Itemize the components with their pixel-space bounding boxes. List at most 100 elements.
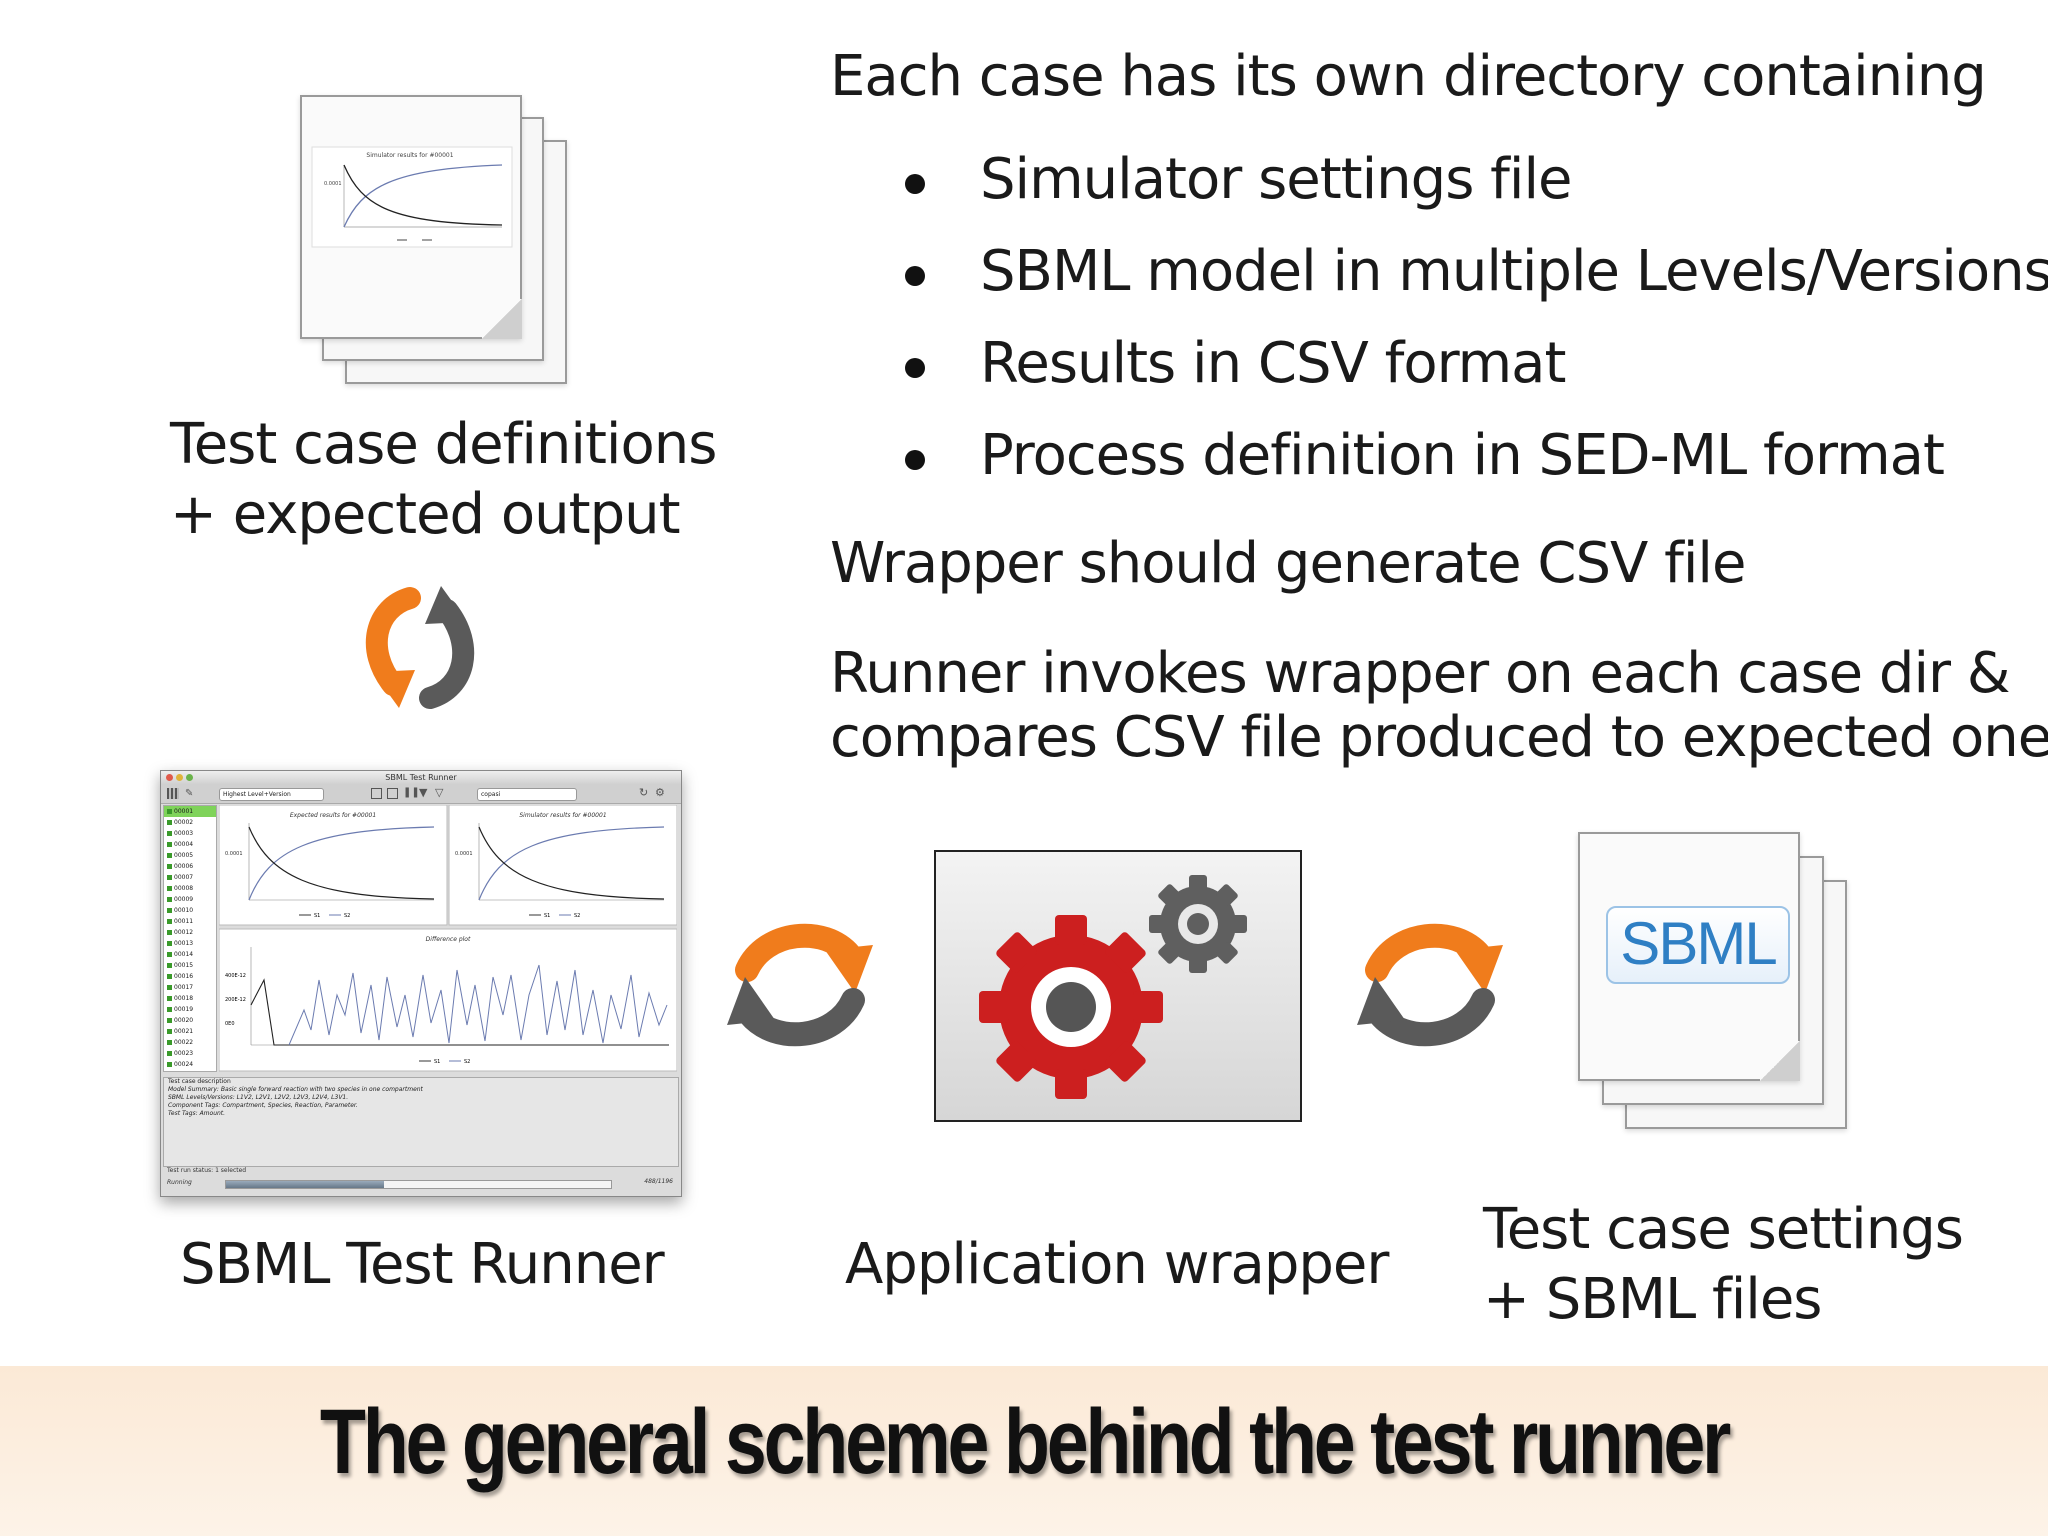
pass-status-icon [167,1018,172,1023]
case-id: 00022 [174,1039,194,1046]
case-list-item[interactable]: 00010 [164,905,216,916]
pass-status-icon [167,886,172,891]
refresh-icon[interactable]: ↻ [639,786,649,799]
plot3-title: Difference plot [426,936,471,943]
footer-title: The general scheme behind the test runne… [319,1391,1731,1493]
case-list-item[interactable]: 00018 [164,993,216,1004]
pass-status-icon [167,897,172,902]
case-list-item[interactable]: 00011 [164,916,216,927]
case-list-item[interactable]: 00006 [164,861,216,872]
checkbox-icon[interactable] [371,788,382,799]
pass-status-icon [167,809,172,814]
bullet-text: Results in CSV format [980,331,1566,396]
stop-icon[interactable] [387,788,398,799]
case-list-item[interactable]: 00021 [164,1026,216,1037]
pass-status-icon [167,985,172,990]
run-status: Test run status: 1 selected [167,1167,247,1174]
gear-small-icon[interactable]: ⚙ [655,786,665,799]
case-list-item[interactable]: 00005 [164,850,216,861]
case-list-item[interactable]: 00014 [164,949,216,960]
case-id: 00020 [174,1017,194,1024]
test-case-defs-label-1: Test case definitions [170,412,717,477]
runner-note-line-1: Runner invokes wrapper on each case dir … [830,641,2011,706]
directory-contents-list: Simulator settings file SBML model in mu… [905,147,2048,516]
stack-chart-title: Simulator results for #00001 [366,152,453,159]
sbml-test-runner-label: SBML Test Runner [180,1232,665,1297]
zoom-window-button[interactable] [186,774,193,781]
case-list-item[interactable]: 00024 [164,1059,216,1070]
pass-status-icon [167,820,172,825]
case-list-item[interactable]: 00007 [164,872,216,883]
case-id: 00006 [174,863,194,870]
case-list-item[interactable]: 00017 [164,982,216,993]
pass-status-icon [167,996,172,1001]
pause-icon[interactable]: ❚❚ [403,787,420,798]
pass-status-icon [167,963,172,968]
pass-status-icon [167,908,172,913]
runner-titlebar: SBML Test Runner [161,771,681,785]
bullet-text: Simulator settings file [980,147,1572,212]
case-id: 00024 [174,1061,194,1068]
pass-status-icon [167,853,172,858]
pass-status-icon [167,974,172,979]
case-list-item[interactable]: 00002 [164,817,216,828]
level-select[interactable]: Highest Level+Version [219,788,324,801]
desc-line-3: Component Tags: Compartment, Species, Re… [168,1102,358,1109]
progress-fill [226,1181,384,1188]
footer-band [0,1366,2048,1536]
desc-line-1: Model Summary: Basic single forward reac… [168,1086,423,1093]
plot1-legend-s1: S1 [314,913,320,919]
desc-line-4: Test Tags: Amount. [168,1110,226,1117]
runner-toolbar: ✎ Highest Level+Version ❚❚ ▼ ▽ copasi ↻ … [161,785,681,804]
diff-tick-2: 200E-12 [225,997,246,1003]
sync-icon [1357,923,1503,1047]
pass-status-icon [167,1040,172,1045]
case-list-item[interactable]: 00012 [164,927,216,938]
pass-status-icon [167,831,172,836]
case-list-item[interactable]: 00004 [164,839,216,850]
pass-status-icon [167,930,172,935]
case-list-item[interactable]: 00008 [164,883,216,894]
case-id: 00008 [174,885,194,892]
pass-status-icon [167,1062,172,1067]
runner-title: SBML Test Runner [385,773,457,782]
pass-status-icon [167,842,172,847]
case-list-item[interactable]: 00019 [164,1004,216,1015]
filter-outline-icon[interactable]: ▽ [435,786,444,799]
case-list-item[interactable]: 00016 [164,971,216,982]
plot2-legend-s1: S1 [544,913,550,919]
case-list-item[interactable]: 00009 [164,894,216,905]
case-list-item[interactable]: 00013 [164,938,216,949]
plot3-legend-s2: S2 [464,1059,470,1065]
progress-bar [225,1180,612,1189]
test-case-description: Test case description Model Summary: Bas… [163,1077,679,1167]
case-list-item[interactable]: 00020 [164,1015,216,1026]
case-id: 00005 [174,852,194,859]
case-list-item[interactable]: 00015 [164,960,216,971]
case-list-item[interactable]: 00001 [164,806,216,817]
wrench-icon[interactable]: ✎ [185,788,194,799]
application-wrapper-box [934,850,1302,1122]
case-id: 00018 [174,995,194,1002]
case-list-item[interactable]: 00003 [164,828,216,839]
case-list-item[interactable]: 00023 [164,1048,216,1059]
case-id: 00021 [174,1028,194,1035]
filter-icon[interactable]: ▼ [419,786,428,799]
pass-status-icon [167,1007,172,1012]
diff-tick-3: 0E0 [225,1021,235,1027]
case-id: 00017 [174,984,194,991]
plot2-title: Simulator results for #00001 [519,812,606,819]
plot1-legend-s2: S2 [344,913,350,919]
wrapper-select[interactable]: copasi [477,788,577,801]
intro-text: Each case has its own directory containi… [830,44,1987,109]
sbml-logo: SBML [1606,906,1790,984]
bullet-item: SBML model in multiple Levels/Versions [905,240,2048,332]
close-window-button[interactable] [166,774,173,781]
grid-icon[interactable] [167,788,179,799]
case-id: 00011 [174,918,194,925]
case-list-item[interactable]: 00022 [164,1037,216,1048]
plot3-legend-s1: S1 [434,1059,440,1065]
minimize-window-button[interactable] [176,774,183,781]
gear-icon [979,875,1247,1099]
